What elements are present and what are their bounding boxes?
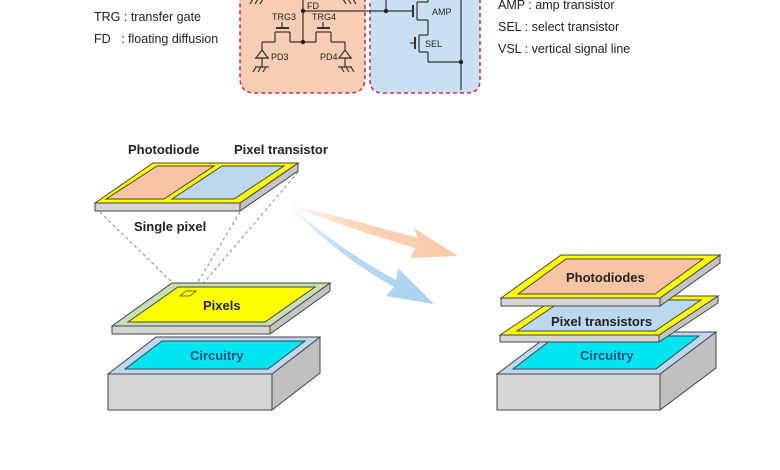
legend-desc: vertical signal line xyxy=(531,42,631,56)
right-photodiode-layer xyxy=(516,258,705,295)
legend-abbr: TRG xyxy=(94,10,121,24)
pixel-transistor-label: Pixel transistor xyxy=(234,142,328,157)
transistor-cell xyxy=(170,165,286,200)
legend-item-vsl: VSL : vertical signal line xyxy=(498,38,630,60)
trg3-label: TRG3 xyxy=(272,12,296,22)
legend-item-sel: SEL : select transistor xyxy=(498,16,630,38)
legend-item-amp: AMP : amp transistor xyxy=(498,0,630,16)
legend-item-fd: FD : floating diffusion xyxy=(94,28,218,50)
right-circuitry-label: Circuitry xyxy=(580,348,634,363)
legend-sep: : xyxy=(521,20,532,34)
photodiode-region xyxy=(239,0,366,94)
legend-sep: : xyxy=(521,42,532,56)
left-circuitry-layer xyxy=(123,340,307,370)
legend-sep: : xyxy=(120,10,131,24)
arrow-blue xyxy=(292,207,434,304)
legend-desc: transfer gate xyxy=(130,10,201,24)
amp-label: AMP xyxy=(432,7,452,17)
right-stack: Circuitry Pixel transistors Photodiodes xyxy=(495,254,722,411)
photodiode-label: Photodiode xyxy=(128,142,200,157)
legend-abbr: FD xyxy=(94,32,111,46)
single-pixel: Photodiode Pixel transistor Single pixel xyxy=(93,142,328,295)
legend-sep: : xyxy=(110,32,129,46)
legend-right: AMP : amp transistor SEL : select transi… xyxy=(498,0,630,60)
circuit-schematic: FD TRG3 TRG4 PD3 PD4 AMP SEL xyxy=(239,0,481,94)
right-transistor-layer xyxy=(515,299,703,332)
arrow-orange xyxy=(292,205,458,258)
legend-sep: : xyxy=(524,0,536,12)
left-pixels-layer xyxy=(126,286,317,323)
right-circuitry-layer xyxy=(511,335,701,370)
legend-desc: select transistor xyxy=(531,20,620,34)
trg4-label: TRG4 xyxy=(312,12,336,22)
legend-desc: amp transistor xyxy=(535,0,615,12)
pd3-label: PD3 xyxy=(271,52,289,62)
left-circuitry-label: Circuitry xyxy=(190,348,244,363)
legend-abbr: VSL xyxy=(498,42,522,56)
right-transistor-label: Pixel transistors xyxy=(551,314,652,329)
left-stack: Circuitry Pixels xyxy=(106,282,332,412)
sel-label: SEL xyxy=(425,39,442,49)
legend-item-trg: TRG : transfer gate xyxy=(94,6,218,28)
legend-abbr: SEL xyxy=(498,20,522,34)
fd-label: FD xyxy=(307,1,319,11)
transition-arrows xyxy=(292,205,458,304)
legend-desc: floating diffusion xyxy=(128,32,219,46)
single-pixel-caption: Single pixel xyxy=(134,219,206,234)
right-photodiode-label: Photodiodes xyxy=(566,270,645,285)
transistor-region xyxy=(369,0,481,94)
left-pixels-label: Pixels xyxy=(203,298,241,313)
legend-abbr: AMP xyxy=(498,0,525,12)
pd4-label: PD4 xyxy=(320,52,338,62)
legend-left: TRG : transfer gate FD : floating diffus… xyxy=(94,6,218,50)
photodiode-cell xyxy=(104,165,216,200)
